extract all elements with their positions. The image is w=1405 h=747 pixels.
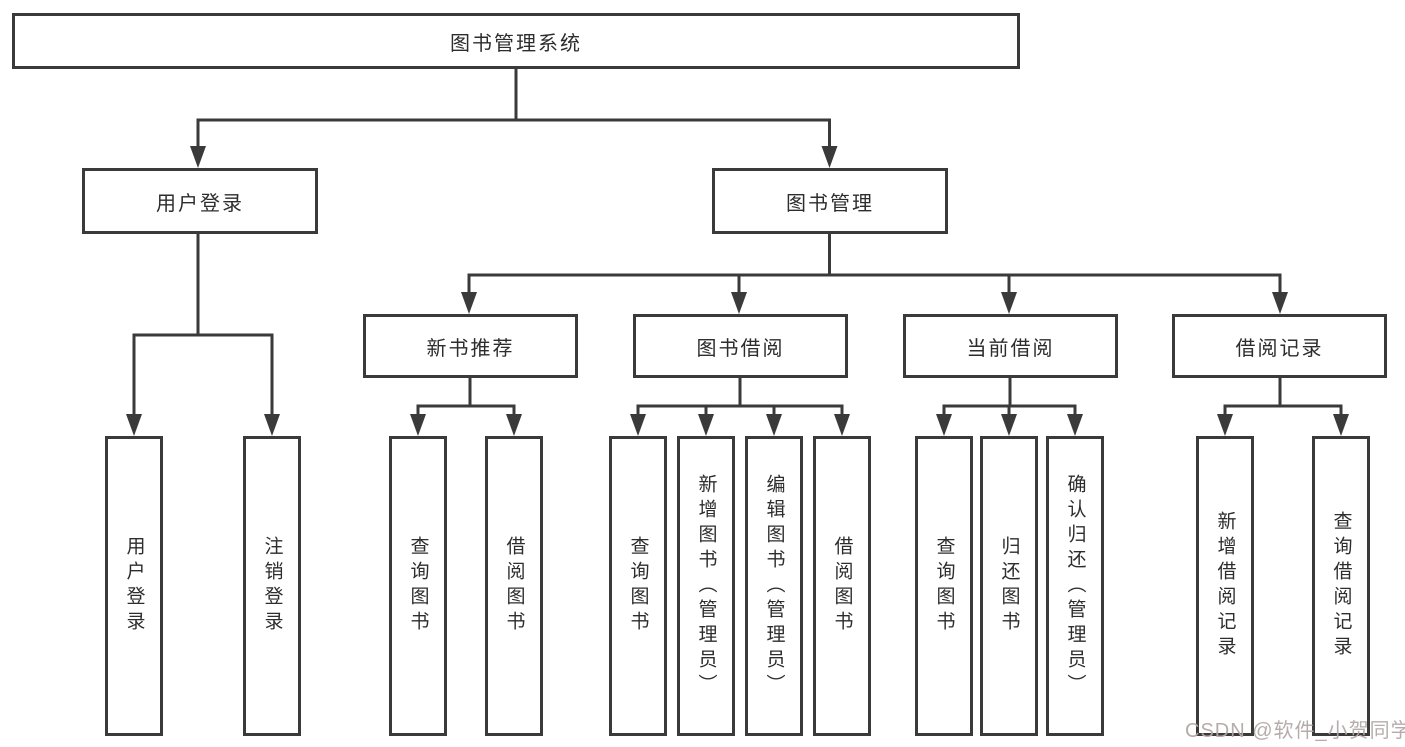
leaf-label: 新增图书（管理员） [695, 473, 717, 699]
arrowhead [461, 292, 477, 314]
leaf-label: 新增借阅记录 [1214, 511, 1236, 661]
arrowhead [1272, 292, 1288, 314]
leaf-edit-books-admin: 编辑图书（管理员） [745, 436, 803, 736]
node-book-management: 图书管理 [712, 168, 948, 234]
leaf-label: 查询图书 [407, 536, 429, 636]
arrowhead [821, 146, 838, 168]
arrowhead [834, 414, 850, 436]
arrowhead [264, 414, 280, 436]
leaf-label: 查询图书 [933, 536, 955, 636]
leaf-borrow-books: 借阅图书 [813, 436, 871, 736]
leaf-label: 确认归还（管理员） [1064, 473, 1086, 699]
connectors-user-login [126, 233, 280, 436]
leaf-logout: 注销登录 [243, 436, 301, 736]
leaf-query-borrow-record: 查询借阅记录 [1312, 436, 1370, 736]
arrowhead [1067, 414, 1083, 436]
arrowhead [410, 414, 426, 436]
node-new-book-recommend: 新书推荐 [363, 314, 578, 378]
arrowhead [766, 414, 782, 436]
arrowhead [126, 414, 142, 436]
watermark-text: CSDN @软件_小贺同学 [1185, 720, 1405, 742]
connectors-book-borrow [630, 378, 850, 436]
leaf-label: 注销登录 [261, 536, 283, 636]
arrowhead [506, 414, 522, 436]
connectors-current-borrow [936, 378, 1083, 436]
node-library-system: 图书管理系统 [12, 13, 1020, 69]
arrowhead [936, 414, 952, 436]
leaf-label: 归还图书 [998, 536, 1020, 636]
arrowhead [630, 414, 646, 436]
node-book-borrowing: 图书借阅 [633, 314, 848, 378]
leaf-add-borrow-record: 新增借阅记录 [1196, 436, 1254, 736]
leaf-user-login: 用户登录 [105, 436, 163, 736]
leaf-query-books: 查询图书 [389, 436, 447, 736]
leaf-add-books-admin: 新增图书（管理员） [677, 436, 735, 736]
arrowhead [1333, 414, 1349, 436]
leaf-query-books: 查询图书 [915, 436, 973, 736]
arrowhead [1217, 414, 1233, 436]
arrowhead [1001, 414, 1017, 436]
leaf-confirm-return-admin: 确认归还（管理员） [1046, 436, 1104, 736]
arrowhead [1001, 292, 1017, 314]
leaf-label: 查询图书 [627, 536, 649, 636]
connectors-new-book [410, 378, 522, 436]
connectors-level1 [190, 68, 838, 168]
leaf-label: 用户登录 [123, 536, 145, 636]
leaf-label: 编辑图书（管理员） [763, 473, 785, 699]
leaf-label: 借阅图书 [503, 536, 525, 636]
leaf-label: 借阅图书 [831, 536, 853, 636]
node-user-login: 用户登录 [82, 168, 318, 234]
leaf-return-books: 归还图书 [980, 436, 1038, 736]
node-current-borrowing: 当前借阅 [903, 314, 1118, 378]
arrowhead [698, 414, 714, 436]
leaf-query-books: 查询图书 [609, 436, 667, 736]
arrowhead [190, 146, 206, 168]
arrowhead [731, 292, 747, 314]
leaf-label: 查询借阅记录 [1330, 511, 1352, 661]
leaf-borrow-books: 借阅图书 [485, 436, 543, 736]
connectors-borrow-record [1217, 378, 1349, 436]
node-borrowing-records: 借阅记录 [1172, 314, 1387, 378]
connectors-book-mgmt [461, 233, 1288, 314]
